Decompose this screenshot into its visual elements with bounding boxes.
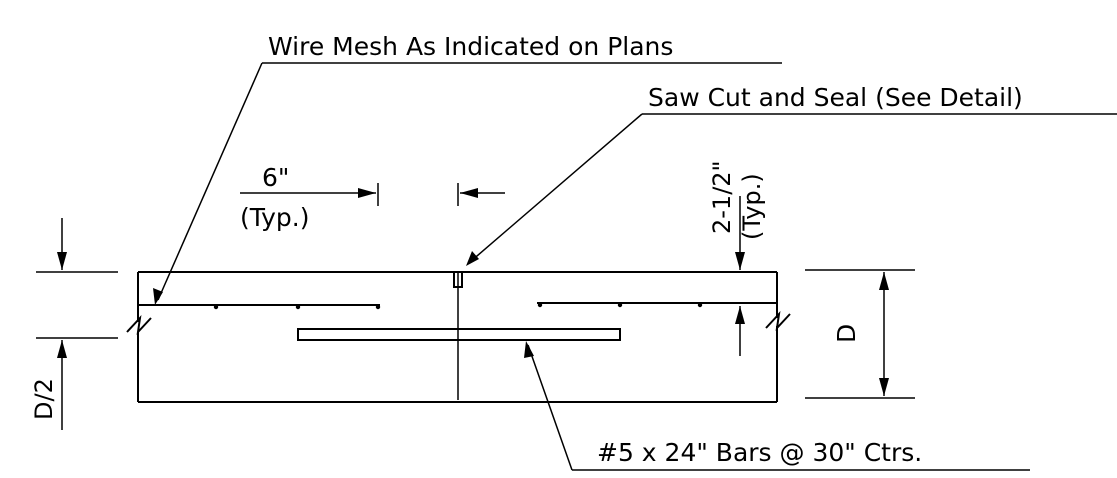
break-symbol-right [765,310,791,332]
wire-mesh-dots [213,302,703,310]
wire-mesh-label: Wire Mesh As Indicated on Plans [268,32,673,61]
spacing-value: 6" [262,163,289,192]
saw-cut [453,271,463,288]
cover-value: 2-1/2" [708,160,736,234]
wire-mesh-arrowhead [153,288,163,305]
depth-arrowhead-top [879,272,889,290]
saw-cut-label: Saw Cut and Seal (See Detail) [648,83,1023,112]
depth-label: D [832,324,861,343]
half-depth-label: D/2 [30,378,58,420]
depth-arrowhead-bottom [879,378,889,396]
cover-arrowhead-bottom [735,306,745,324]
mesh-wire-dot [697,302,703,308]
saw-cut-arrowhead [466,251,479,266]
mesh-wire-dot [295,304,301,310]
spacing-typ: (Typ.) [240,203,310,232]
dowel-bars-arrowhead [524,341,534,358]
cover-typ: (Typ.) [738,173,766,240]
half-depth-arrowhead-bottom [57,340,67,358]
half-depth-arrowhead-top [57,252,67,270]
dowel-bar [297,328,621,341]
dowel-bars-leader [527,344,573,471]
wire-mesh-leader [157,62,263,301]
mesh-wire-dot [213,304,219,310]
dowel-bars-label: #5 x 24" Bars @ 30" Ctrs. [597,438,922,467]
mesh-wire-dot [617,302,623,308]
mesh-wire-dot [537,302,543,308]
spacing-arrowhead-right [358,188,376,198]
break-symbol-left [126,314,152,336]
cover-arrowhead-top [735,252,745,270]
spacing-arrowhead-left [460,188,478,198]
saw-cut-leader [469,113,643,263]
mesh-wire-dot [375,304,381,310]
